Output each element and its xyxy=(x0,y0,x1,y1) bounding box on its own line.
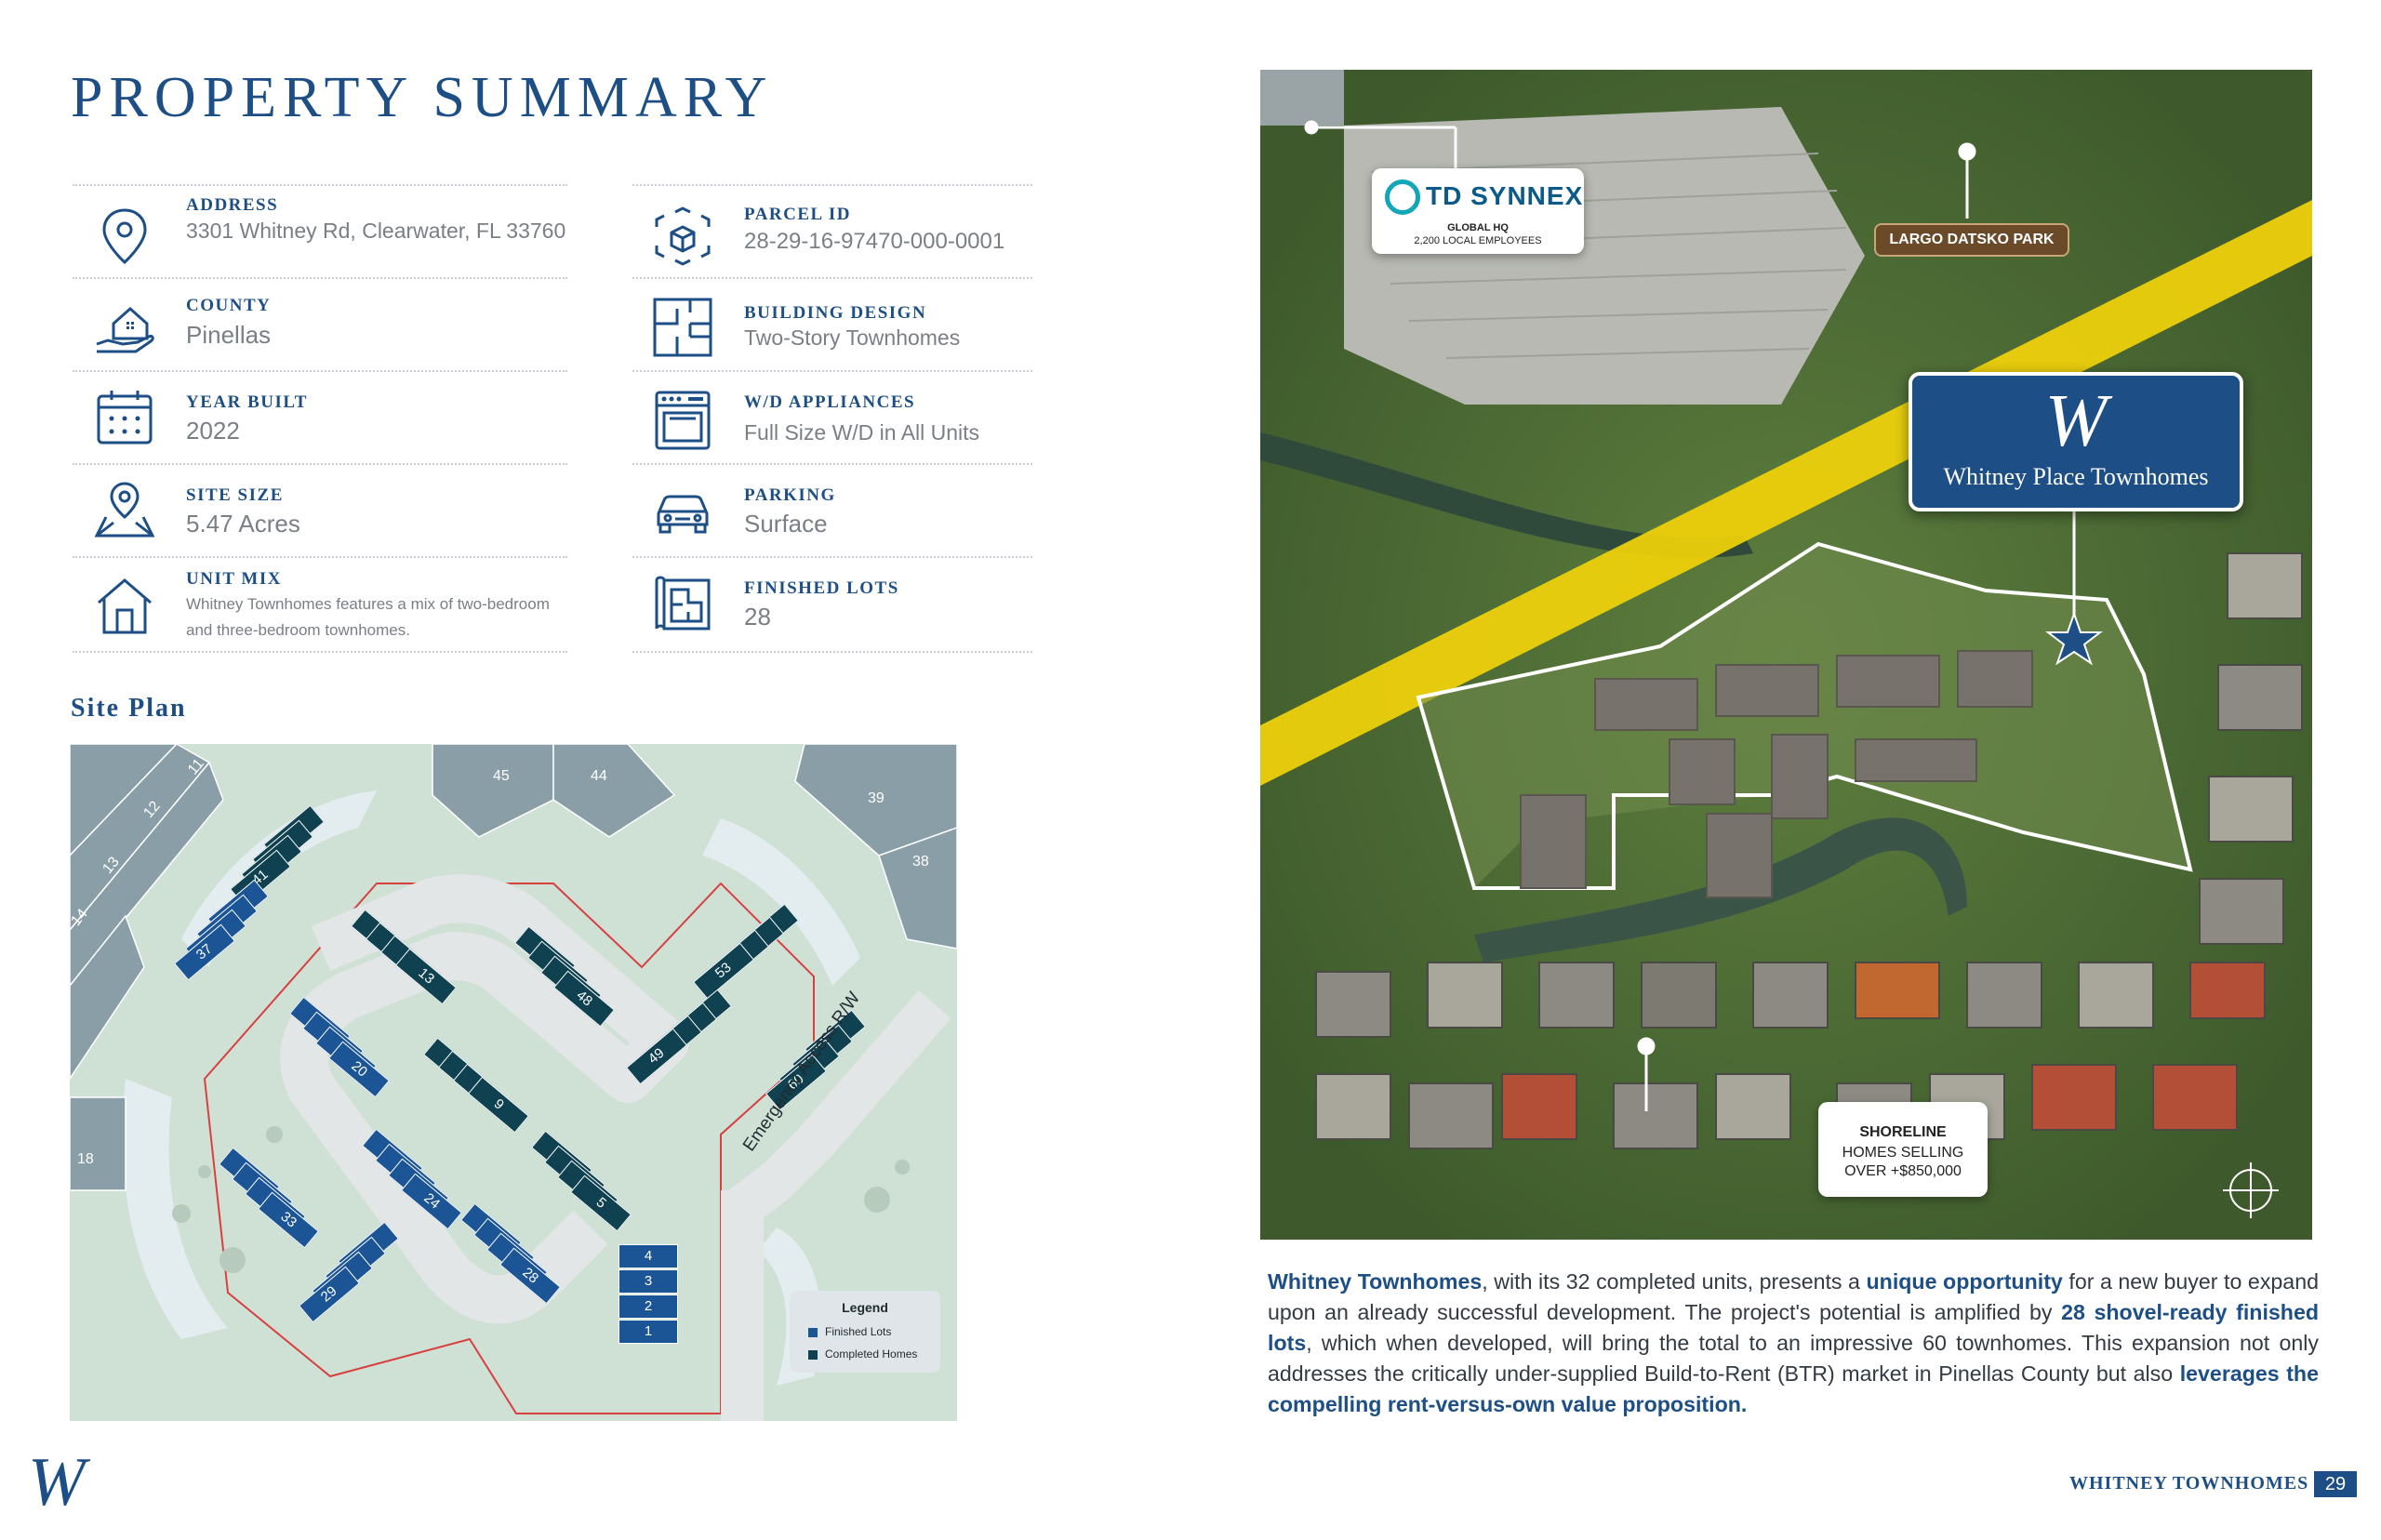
year-built-value: 2022 xyxy=(186,417,240,445)
page-title: PROPERTY SUMMARY xyxy=(71,66,774,129)
site-size-label: SITE SIZE xyxy=(186,485,284,505)
neighbor-lot-label: 45 xyxy=(493,768,510,784)
description-paragraph: Whitney Townhomes, with its 32 completed… xyxy=(1268,1267,2319,1420)
aerial-svg xyxy=(1260,70,2312,1240)
divider xyxy=(632,463,1032,465)
parking-value: Surface xyxy=(744,510,828,538)
site-size-value: 5.47 Acres xyxy=(186,510,300,538)
neighbor-lot-label: 18 xyxy=(77,1151,94,1167)
county-value: Pinellas xyxy=(186,321,272,349)
footer-brand: WHITNEY TOWNHOMES xyxy=(2069,1473,2309,1494)
brand-box: W Whitney Place Townhomes xyxy=(1909,372,2243,511)
parking-label: PARKING xyxy=(744,485,836,505)
divider xyxy=(73,463,567,465)
brand-name: Whitney Place Townhomes xyxy=(1943,463,2209,490)
shoreline-callout: SHORELINE HOMES SELLING OVER +$850,000 xyxy=(1818,1102,1988,1197)
floor-plan-icon xyxy=(651,296,714,359)
blueprint-icon xyxy=(651,571,714,634)
divider xyxy=(632,651,1032,653)
legend-finished-label: Finished Lots xyxy=(825,1325,892,1338)
footer-logo: W xyxy=(28,1444,86,1520)
divider xyxy=(632,370,1032,372)
site-plan-svg xyxy=(70,744,957,1421)
divider xyxy=(73,184,567,186)
finished-lots-label: FINISHED LOTS xyxy=(744,578,899,598)
finished-lots-value: 28 xyxy=(744,603,771,631)
divider xyxy=(73,277,567,279)
aerial-photo: TD SYNNEX GLOBAL HQ 2,200 LOCAL EMPLOYEE… xyxy=(1260,70,2312,1240)
map-pin-icon xyxy=(93,205,156,268)
brand-logo: W xyxy=(2044,380,2108,462)
legend-completed-label: Completed Homes xyxy=(825,1348,918,1361)
site-plan-unit: 1 xyxy=(619,1320,678,1344)
cube-icon xyxy=(651,205,714,268)
house-hand-icon xyxy=(93,296,156,359)
wd-appliances-label: W/D APPLIANCES xyxy=(744,392,916,412)
neighbor-lot-label: 39 xyxy=(868,790,885,806)
parcel-id-value: 28-29-16-97470-000-0001 xyxy=(744,229,1005,254)
site-size-icon xyxy=(93,480,156,543)
page-number: 29 xyxy=(2314,1471,2357,1497)
description-bold: unique opportunity xyxy=(1866,1269,2063,1294)
divider xyxy=(632,556,1032,558)
divider xyxy=(632,277,1032,279)
divider xyxy=(73,370,567,372)
description-bold: leverages the compelling rent-versus-own… xyxy=(1268,1361,2319,1416)
unit-mix-label: UNIT MIX xyxy=(186,569,282,589)
description-text: for a new buyer to expand upon an alread… xyxy=(1268,1269,2319,1324)
unit-mix-value: Whitney Townhomes features a mix of two-… xyxy=(186,595,550,639)
site-plan-unit: 3 xyxy=(619,1269,678,1294)
td-synnex-logo-icon xyxy=(1385,179,1420,215)
site-plan-unit: 4 xyxy=(619,1244,678,1268)
neighbor-lot-label: 44 xyxy=(591,768,607,784)
calendar-icon xyxy=(93,385,156,448)
address-value: 3301 Whitney Rd, Clearwater, FL 33760 xyxy=(186,219,566,243)
site-plan-map: 11 12 13 14 18 45 44 39 38 4443424140393… xyxy=(70,744,957,1421)
county-label: COUNTY xyxy=(186,296,272,315)
divider xyxy=(73,556,567,558)
shoreline-line1: HOMES SELLING xyxy=(1842,1145,1964,1161)
legend: Legend Finished Lots Completed Homes xyxy=(790,1291,940,1373)
legend-swatch-completed xyxy=(808,1350,818,1360)
shoreline-title: SHORELINE xyxy=(1859,1124,1947,1140)
description-bold: 28 shovel-ready finished lots xyxy=(1268,1300,2320,1355)
building-design-label: BUILDING DESIGN xyxy=(744,303,927,323)
site-plan-title: Site Plan xyxy=(71,694,187,723)
appliance-icon xyxy=(651,389,714,452)
park-label: LARGO DATSKO PARK xyxy=(1874,223,2069,257)
address-label: ADDRESS xyxy=(186,195,279,215)
legend-swatch-finished xyxy=(808,1328,818,1337)
description-bold: Whitney Townhomes xyxy=(1268,1269,1483,1294)
building-design-value: Two-Story Townhomes xyxy=(744,325,961,350)
year-built-label: YEAR BUILT xyxy=(186,392,308,412)
td-synnex-line1: GLOBAL HQ xyxy=(1447,222,1509,233)
description-text: , with its 32 completed units, presents … xyxy=(1482,1269,1867,1294)
car-icon xyxy=(651,482,714,545)
td-synnex-callout: TD SYNNEX GLOBAL HQ 2,200 LOCAL EMPLOYEE… xyxy=(1372,168,1584,254)
description-text: , which when developed, will bring the t… xyxy=(1268,1331,2319,1386)
neighbor-lot-label: 38 xyxy=(912,854,929,870)
td-synnex-line2: 2,200 LOCAL EMPLOYEES xyxy=(1414,235,1542,246)
shoreline-line2: OVER +$850,000 xyxy=(1844,1163,1962,1179)
wd-appliances-value: Full Size W/D in All Units xyxy=(744,420,980,445)
site-plan-unit: 2 xyxy=(619,1294,678,1319)
divider xyxy=(632,184,1032,186)
home-icon xyxy=(93,575,156,638)
legend-title: Legend xyxy=(842,1300,888,1315)
divider xyxy=(73,651,567,653)
parcel-id-label: PARCEL ID xyxy=(744,205,852,224)
td-synnex-name: TD SYNNEX xyxy=(1426,181,1584,210)
